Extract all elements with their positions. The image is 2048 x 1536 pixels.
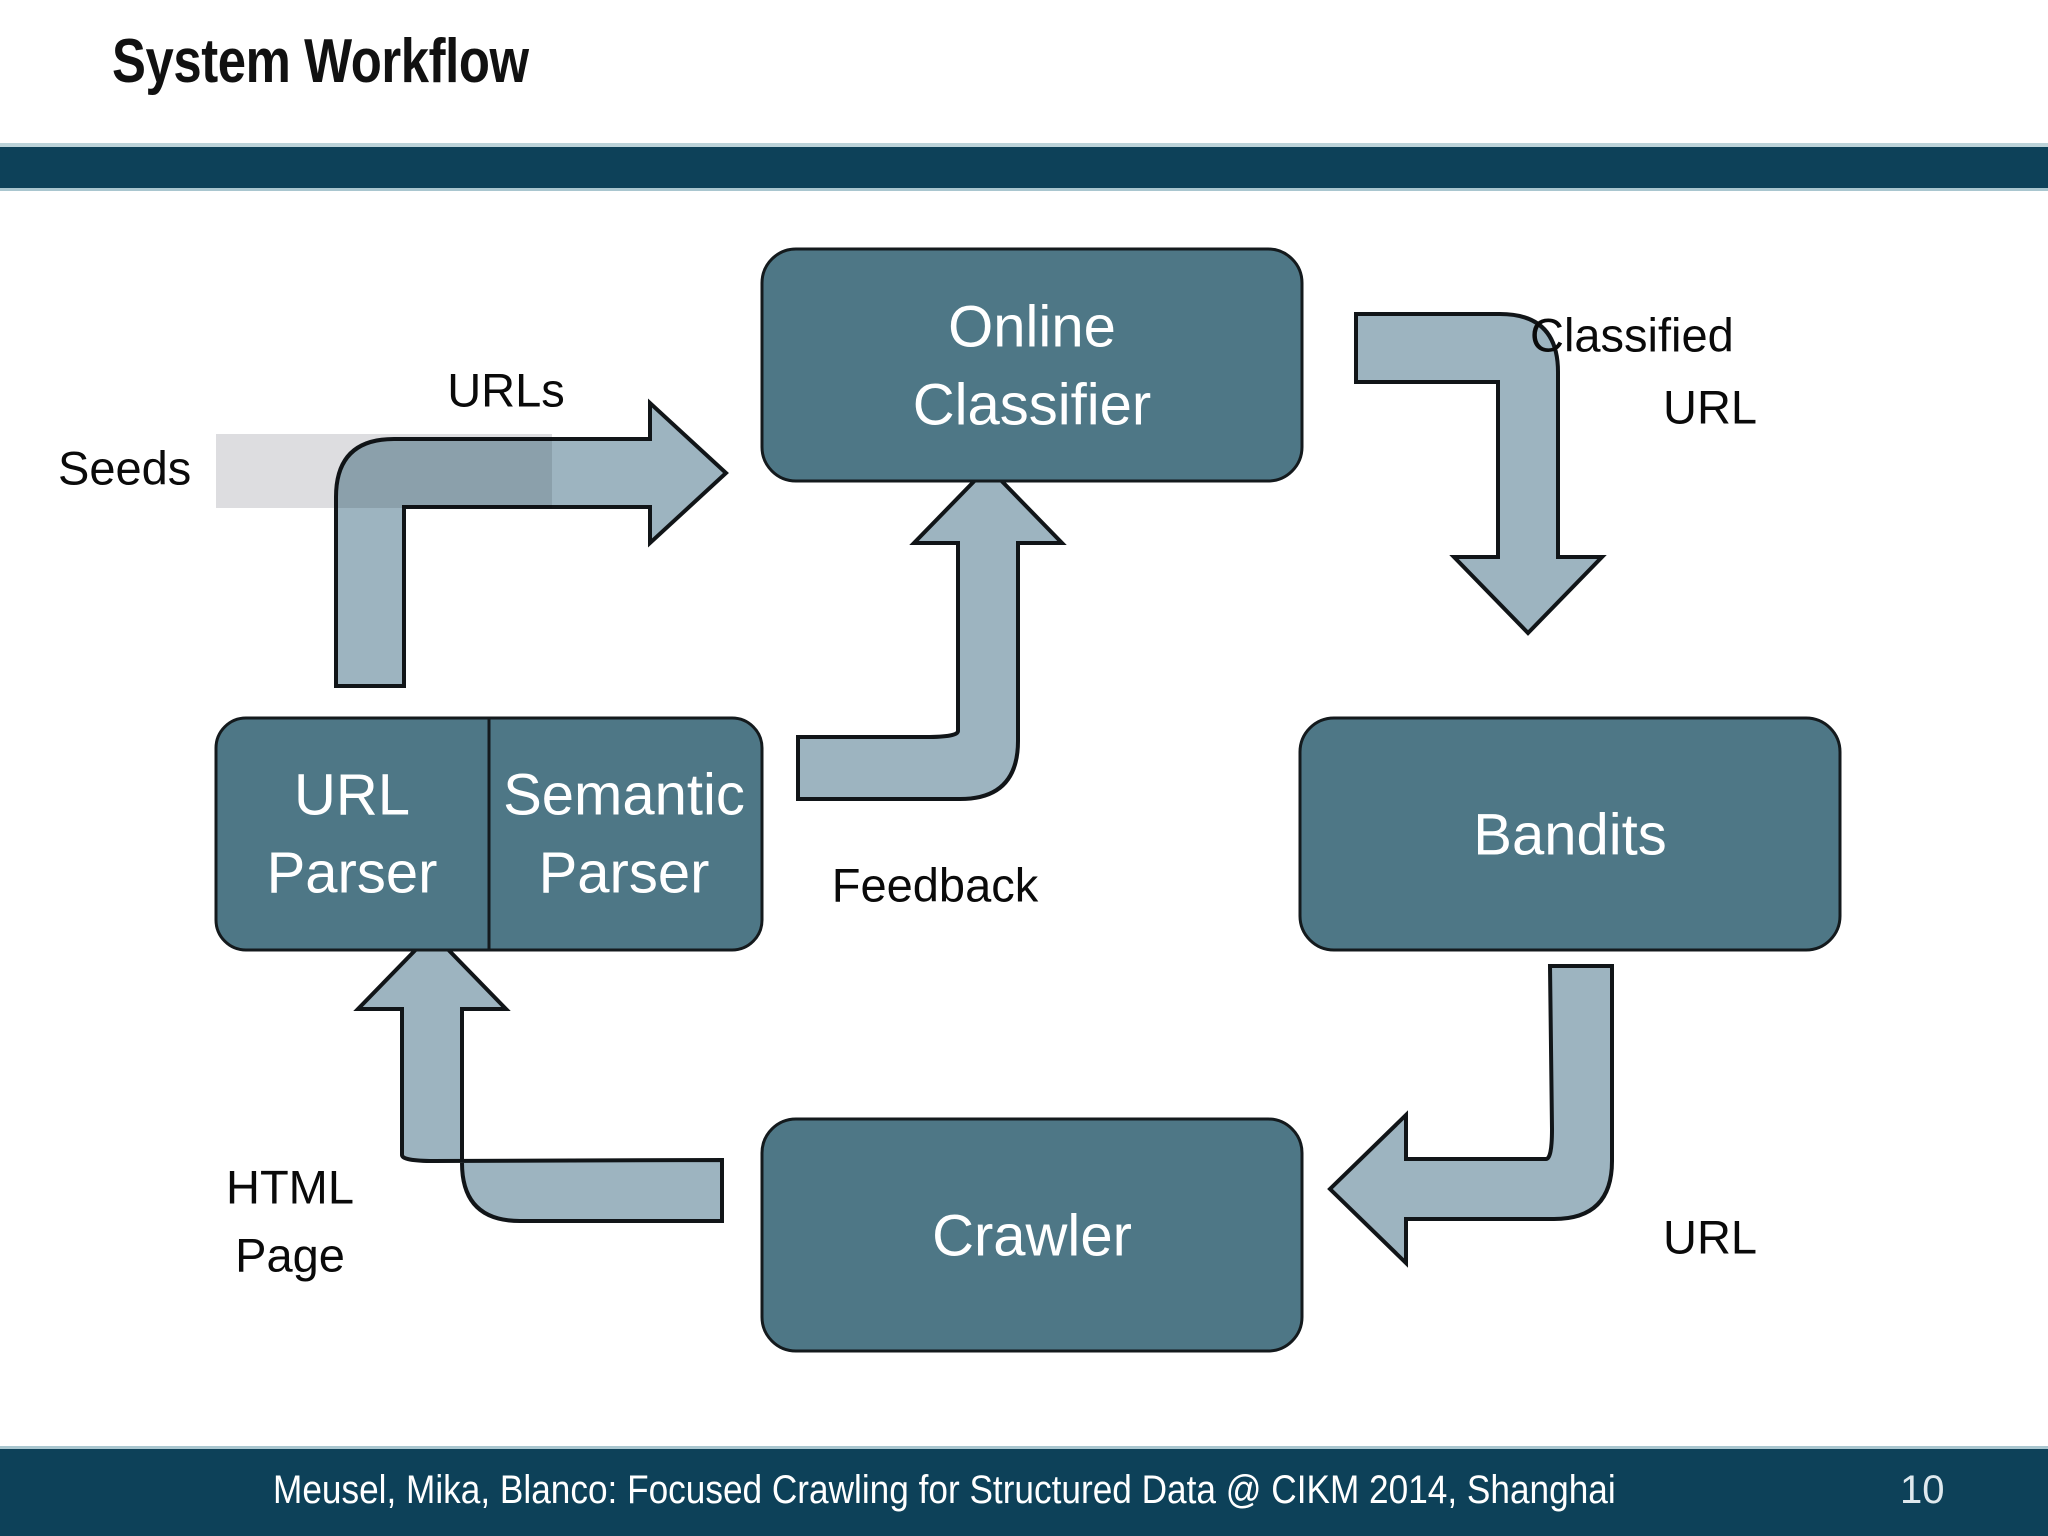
node-semantic-parser[interactable]: Semantic Parser [503,762,745,905]
page-title: System Workflow [112,27,529,96]
feedback-arrow [796,464,1067,801]
node-label-online-classifier-line1: Online [948,294,1116,359]
edge-label-html-page-line2: Page [235,1228,345,1281]
page-number: 10 [1900,1468,1945,1512]
urls-arrow-band-overlay [336,439,552,508]
node-label-url-parser-line1: URL [294,762,410,827]
edge-label-feedback: Feedback [832,858,1039,911]
seeds-label: Seeds [58,441,191,494]
node-bandits[interactable]: Bandits [1298,716,1842,952]
edge-label-classified-url-line2: URL [1663,380,1757,433]
slide-title-area: System Workflow [0,0,2048,150]
workflow-diagram: Online Classifier Bandits Crawler URL Pa… [0,191,2048,1440]
node-label-crawler: Crawler [932,1203,1132,1268]
node-online-classifier[interactable]: Online Classifier [760,247,1304,483]
edge-label-html-page-line1: HTML [226,1160,354,1213]
header-bottom-rule [0,188,2048,191]
node-label-semantic-parser-line2: Parser [539,840,710,905]
node-parsers[interactable]: URL Parser Semantic Parser [214,716,764,952]
edge-label-classified-url-line1: Classified [1530,308,1734,361]
footer-bar [0,1449,2048,1536]
header-top-rule [0,143,2048,147]
url-arrow [1327,964,1614,1268]
node-crawler[interactable]: Crawler [760,1117,1304,1353]
node-label-semantic-parser-line1: Semantic [503,762,745,827]
node-label-bandits: Bandits [1473,802,1666,867]
node-url-parser[interactable]: URL Parser [267,762,438,905]
edge-label-urls: URLs [447,363,565,416]
node-label-online-classifier-line2: Classifier [913,372,1152,437]
classified-url-arrow [1354,312,1607,636]
edge-label-url: URL [1663,1210,1757,1263]
html-page-arrow [353,930,724,1223]
urls-arrow [334,398,729,688]
footer-citation: Meusel, Mika, Blanco: Focused Crawling f… [273,1468,1616,1512]
node-label-url-parser-line2: Parser [267,840,438,905]
footer-top-rule [0,1446,2048,1449]
header-accent-bar [0,147,2048,188]
